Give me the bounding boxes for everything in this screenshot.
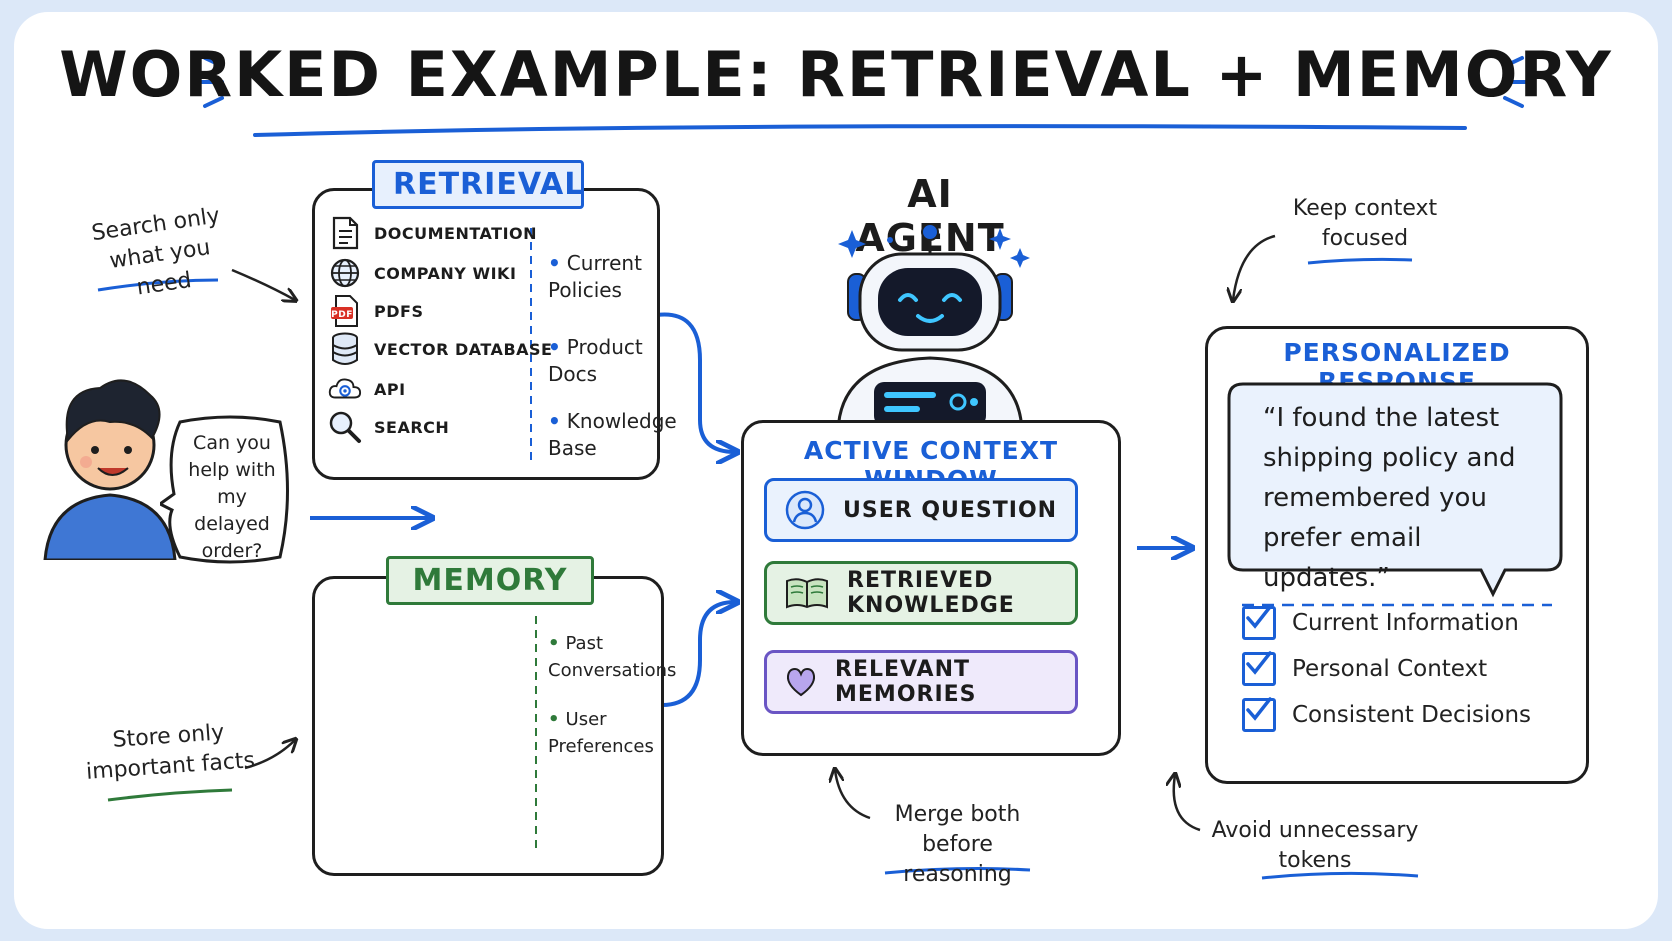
note-focus: Keep context focused bbox=[1292, 196, 1438, 251]
response-quote: “I found the latest shipping policy and … bbox=[1263, 403, 1516, 593]
retrieval-source-label: Vector Database bbox=[374, 339, 553, 359]
response-quote-bubble bbox=[1227, 382, 1563, 598]
note-tokens: Avoid unnecessary tokens bbox=[1211, 818, 1419, 873]
retrieval-bullet: •Current Policies bbox=[548, 251, 642, 302]
svg-text:PDF: PDF bbox=[331, 310, 353, 320]
retrieval-source-label: PDFs bbox=[374, 301, 424, 321]
context-item-label: RELEVANT MEMORIES bbox=[835, 657, 977, 707]
database-icon bbox=[328, 332, 362, 366]
response-check-item: Personal Context bbox=[1242, 651, 1488, 686]
retrieval-source-item: API bbox=[328, 372, 406, 406]
memory-divider bbox=[535, 616, 537, 850]
context-item: USER QUESTION bbox=[764, 478, 1078, 542]
retrieval-source-label: Documentation bbox=[374, 223, 538, 243]
magnifier-icon bbox=[328, 410, 362, 444]
response-check-label: Personal Context bbox=[1292, 656, 1488, 682]
checkbox-checked-icon bbox=[1242, 605, 1276, 640]
open-book-icon bbox=[785, 575, 829, 611]
checkbox-checked-icon bbox=[1242, 697, 1276, 732]
page-title: WORKED EXAMPLE: RETRIEVAL + MEMORY bbox=[59, 38, 1613, 111]
retrieval-source-label: Search bbox=[374, 417, 450, 437]
context-item: RETRIEVED KNOWLEDGE bbox=[764, 561, 1078, 625]
user-avatar bbox=[43, 379, 177, 560]
retrieval-source-item: Search bbox=[328, 410, 449, 444]
retrieval-bullet: •Knowledge Base bbox=[548, 409, 677, 460]
context-item-label: USER QUESTION bbox=[843, 497, 1058, 523]
pdf-icon: PDF bbox=[328, 294, 362, 328]
response-check-label: Consistent Decisions bbox=[1292, 702, 1532, 728]
note-merge: Merge both before reasoning bbox=[894, 802, 1021, 887]
memory-label: MEMORY bbox=[386, 556, 594, 605]
document-icon bbox=[328, 216, 362, 250]
user-circle-icon bbox=[785, 490, 825, 530]
response-divider bbox=[1242, 603, 1552, 607]
retrieval-source-label: API bbox=[374, 379, 406, 399]
user-question-text: Can you help with my delayed order? bbox=[188, 432, 276, 562]
retrieval-divider bbox=[530, 228, 532, 460]
retrieval-source-label: Company Wiki bbox=[374, 263, 517, 283]
memory-bullet: •Past Conversations bbox=[548, 633, 677, 681]
globe-icon bbox=[328, 256, 362, 290]
retrieval-source-item: Company Wiki bbox=[328, 256, 516, 290]
speech-bubble bbox=[160, 415, 289, 564]
response-check-item: Consistent Decisions bbox=[1242, 697, 1532, 732]
response-check-label: Current Information bbox=[1292, 610, 1519, 636]
retrieval-source-item: PDF PDFs bbox=[328, 294, 423, 328]
cloud-gear-icon bbox=[328, 372, 362, 406]
note-store: Store only important facts bbox=[85, 720, 256, 785]
robot-icon bbox=[836, 223, 1030, 432]
context-item: RELEVANT MEMORIES bbox=[764, 650, 1078, 714]
memory-bullet: •User Preferences bbox=[548, 709, 654, 757]
response-check-item: Current Information bbox=[1242, 605, 1519, 640]
retrieval-label: RETRIEVAL bbox=[372, 160, 584, 209]
retrieval-panel bbox=[312, 188, 660, 480]
context-item-label: RETRIEVED KNOWLEDGE bbox=[847, 568, 1015, 618]
retrieval-bullet: •Product Docs bbox=[548, 335, 643, 386]
checkbox-checked-icon bbox=[1242, 651, 1276, 686]
retrieval-source-item: Documentation bbox=[328, 216, 537, 250]
retrieval-source-item: Vector Database bbox=[328, 332, 552, 366]
heart-icon bbox=[785, 667, 817, 697]
